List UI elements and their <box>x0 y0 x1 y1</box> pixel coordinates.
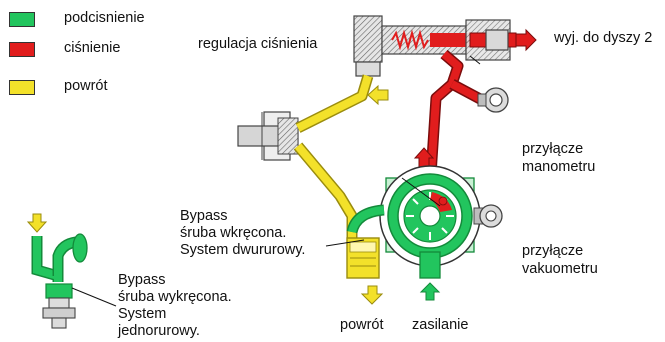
supply-up-arrow <box>419 282 441 301</box>
pump-body <box>379 165 481 267</box>
label-outlet: wyj. do dyszy 2 <box>554 30 653 46</box>
gauge-connection <box>477 87 509 113</box>
legend-swatch-return <box>9 80 35 95</box>
pointer-bypass-screwed <box>325 239 365 247</box>
label-bypass-unscrewed-3: System <box>118 306 167 322</box>
label-bypass-unscrewed-4: jednorurowy. <box>118 323 200 339</box>
return-outlet <box>346 237 380 279</box>
label-supply: zasilanie <box>412 317 469 333</box>
label-vacuum-connection-2: vakuometru <box>522 261 598 277</box>
label-gauge-connection-1: przyłącze <box>522 141 584 157</box>
legend-swatch-pressure <box>9 42 35 57</box>
label-bypass-unscrewed-2: śruba wykręcona. <box>118 289 232 305</box>
label-bypass-screwed-3: System dwururowy. <box>180 242 306 258</box>
legend-label-return: powrót <box>64 78 108 94</box>
return-line <box>293 74 374 250</box>
label-gauge-connection-2: manometru <box>522 159 596 175</box>
legend-label-vacuum: podcisnienie <box>64 10 145 26</box>
return-down-arrow <box>360 285 384 305</box>
label-pressure-regulation: regulacja ciśnienia <box>198 36 318 52</box>
label-return: powrót <box>340 317 384 333</box>
pressure-line <box>424 49 485 191</box>
legend-label-pressure: ciśnienie <box>64 40 121 56</box>
supply-inlet <box>346 204 441 279</box>
vacuum-connection <box>473 204 503 228</box>
return-fitting <box>237 111 299 161</box>
pressure-regulator <box>353 15 537 77</box>
pointer-gauge <box>469 55 481 65</box>
label-bypass-screwed-1: Bypass <box>180 208 228 224</box>
bypass-unscrewed-illustration <box>26 213 117 329</box>
return-flow-arrow <box>367 84 389 106</box>
label-bypass-screwed-2: śruba wkręcona. <box>180 225 287 241</box>
legend-swatch-vacuum <box>9 12 35 27</box>
label-bypass-unscrewed-1: Bypass <box>118 272 166 288</box>
label-vacuum-connection-1: przyłącze <box>522 243 584 259</box>
